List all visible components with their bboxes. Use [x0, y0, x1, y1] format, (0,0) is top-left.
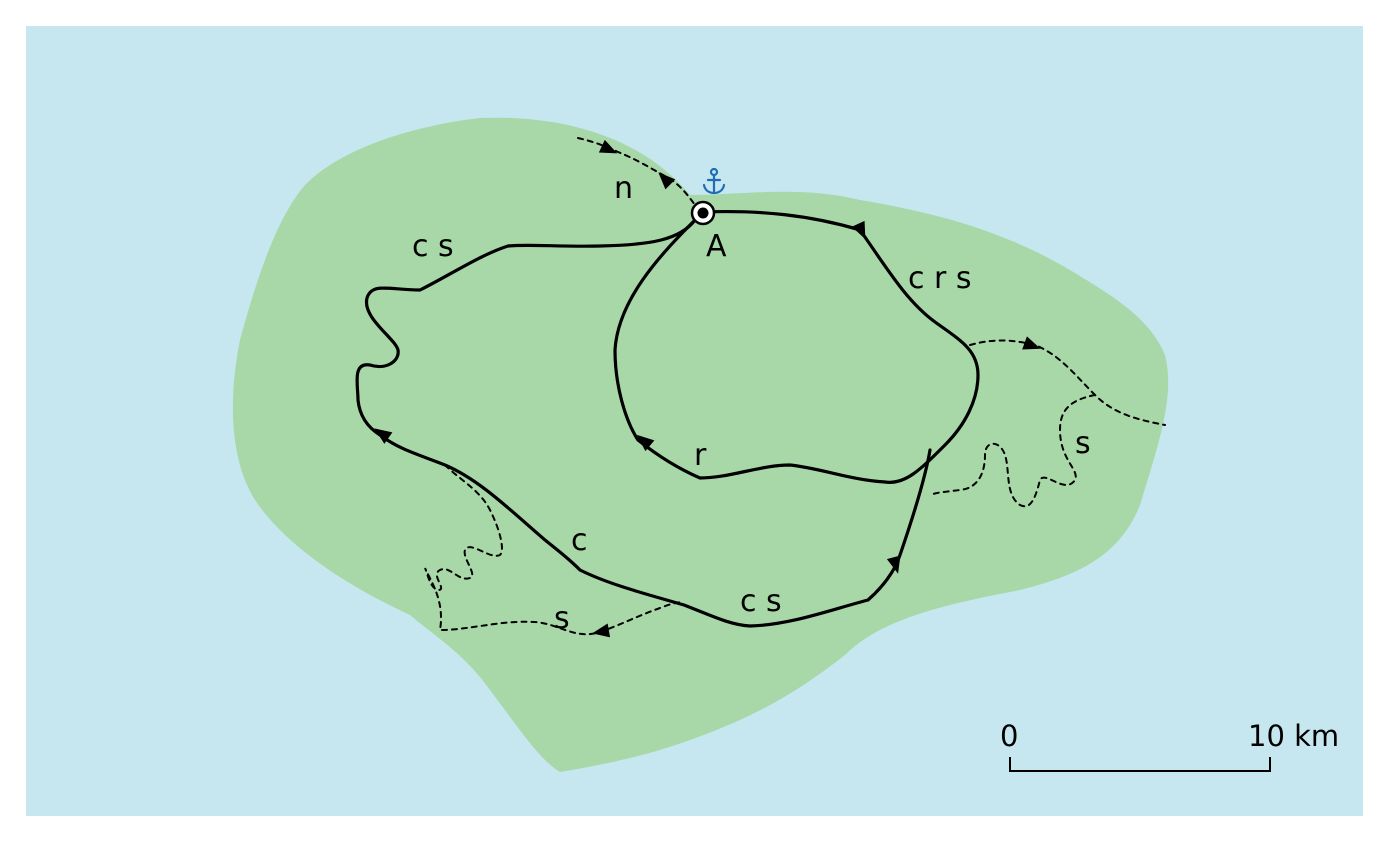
route-label-southwest: c [571, 523, 588, 558]
east-side-trail-upper [969, 339, 1166, 426]
route-west-loop [355, 218, 932, 628]
north-side-trail [577, 137, 701, 213]
arrow-north-trail-1 [598, 139, 618, 154]
east-side-trail-lower [929, 394, 1096, 508]
arrow-east-trail [1022, 336, 1041, 350]
route-label-east-upper: c r s [908, 261, 972, 296]
arrow-inner-loop [636, 434, 655, 452]
anchor-icon [702, 167, 726, 195]
arrow-south-trail [592, 623, 611, 638]
route-label-inner-loop: r [694, 438, 707, 473]
point-a-marker[interactable] [690, 200, 716, 226]
island [232, 117, 1169, 773]
arrow-southeast [886, 555, 901, 574]
arrow-west [374, 428, 393, 444]
route-label-south-side-trail: s [554, 601, 570, 636]
arrow-east-upper [851, 220, 866, 240]
route-east-loop [613, 209, 980, 484]
route-label-north-trail: n [614, 171, 633, 206]
route-label-south: c s [740, 584, 782, 619]
scale-bar-start-label: 0 [1000, 719, 1018, 753]
route-label-west-upper: c s [412, 229, 454, 264]
scale-bar-end-label: 10 km [1248, 719, 1339, 753]
scale-bar: 0 10 km [1000, 719, 1339, 772]
point-a-label: A [706, 229, 727, 264]
arrow-north-trail-2 [658, 172, 676, 190]
route-label-east-side-trail: s [1075, 426, 1091, 461]
